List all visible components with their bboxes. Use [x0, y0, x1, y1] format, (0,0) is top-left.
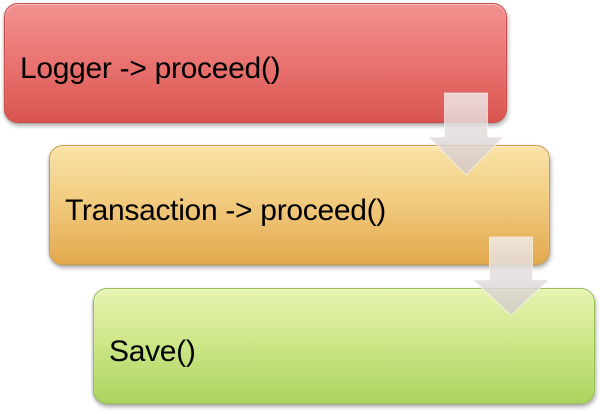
- step-label-transaction: Transaction -> proceed(): [65, 193, 386, 227]
- step-box-save: Save(): [93, 288, 595, 404]
- step-box-transaction: Transaction -> proceed(): [49, 145, 550, 265]
- step-label-logger: Logger -> proceed(): [20, 51, 281, 85]
- step-label-save: Save(): [109, 334, 196, 368]
- step-box-logger: Logger -> proceed(): [4, 3, 507, 123]
